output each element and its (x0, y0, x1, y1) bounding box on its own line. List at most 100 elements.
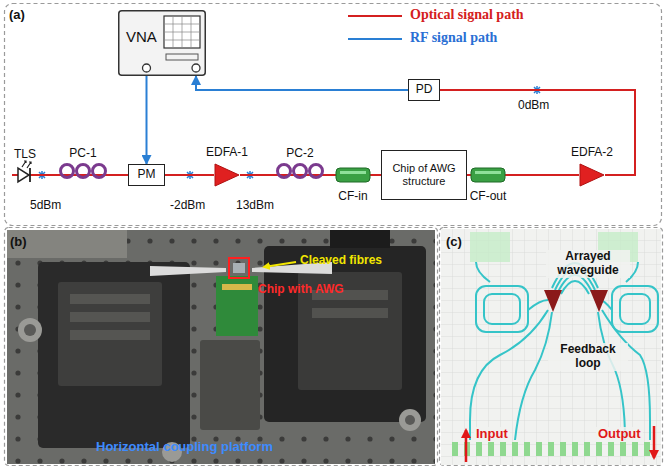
process-box: PM (128, 164, 165, 186)
pc-outline-part (93, 165, 106, 178)
pc-outline-part (278, 165, 291, 178)
setup-photo-part (312, 308, 388, 318)
chip-layout-part-part (515, 312, 552, 440)
optical-signal-path (108, 174, 128, 176)
setup-photo-part (7, 230, 435, 464)
chip-layout-part-part (560, 442, 566, 456)
amp-outline-part (580, 164, 604, 186)
annotation-label: -2dBm (170, 199, 205, 213)
cf-outline-part (340, 171, 366, 174)
chip-layout-part-part (620, 294, 650, 324)
chip-layout-part (441, 229, 661, 465)
laser-symbol: TLS (12, 165, 38, 185)
setup-photo-part (58, 282, 162, 386)
cf-outline (471, 168, 505, 182)
setup-photo (7, 230, 435, 464)
cf-outline-part (475, 171, 501, 174)
setup-photo-part (150, 266, 226, 276)
setup-photo-part (264, 262, 296, 267)
vna-outline-part (143, 64, 151, 72)
chip-layout-part-part (620, 442, 626, 456)
annotation-label: Horizontal coupling platform (96, 440, 273, 455)
chip-layout-part (465, 430, 468, 462)
amp-outline-part (215, 164, 239, 186)
setup-photo-part (216, 276, 258, 336)
chip-layout-part (544, 290, 562, 312)
chip-layout-part-part (584, 442, 590, 456)
chip-layout-part (470, 232, 510, 262)
pc-outline-part (310, 165, 323, 178)
panel-letter: (a) (9, 8, 25, 23)
setup-photo-part (399, 409, 421, 431)
component-label: PC-2 (286, 146, 313, 160)
chip-layout-part (452, 442, 650, 456)
chip-layout-part-part (572, 442, 578, 456)
amp-outline (214, 163, 240, 187)
chip-layout-part-part (500, 442, 506, 456)
pc-outline-part (58, 174, 108, 176)
annotation-label: 13dBm (236, 199, 274, 213)
cf-outline (336, 168, 370, 182)
laser-outline-part (18, 168, 29, 182)
chip-layout-part (653, 426, 656, 458)
optical-signal-path (505, 174, 579, 176)
chip-layout-part-part (524, 442, 530, 456)
pc-outline-part (77, 165, 90, 178)
setup-photo-part (233, 263, 245, 273)
setup-photo-part (70, 312, 150, 322)
cf-outline-part (336, 168, 370, 182)
annotation-label: Chip with AWG (258, 283, 344, 297)
laser-outline-part (29, 168, 31, 182)
optical-signal-path (467, 174, 471, 176)
panel-frames-part (440, 228, 663, 466)
annotation-label: 5dBm (30, 199, 61, 213)
annotation-label: 0dBm (518, 99, 549, 113)
panel-frames-part (5, 228, 438, 466)
laser-outline (12, 165, 38, 185)
amp-outline (579, 163, 605, 187)
vna-symbol: VNA (118, 10, 206, 76)
optical-signal-path (370, 174, 381, 176)
chip-layout-part-part (470, 310, 548, 440)
setup-photo-part (70, 330, 150, 340)
component-label: CF-out (470, 189, 507, 203)
vna-outline-part (166, 54, 198, 60)
chip-layout-part-part (608, 442, 614, 456)
pc-outline (58, 164, 108, 186)
legend-text: Optical signal path (410, 7, 524, 23)
cf-outline-part (471, 168, 505, 182)
setup-photo-part (200, 340, 260, 430)
chip-layout-part-part (476, 262, 490, 282)
laser-outline-part (22, 161, 31, 168)
annotation-label: Input (474, 427, 510, 442)
legend-text: RF signal path (410, 30, 497, 46)
annotation-label: Feedback loop (548, 343, 628, 371)
annotation-label: Cleaved fibres (300, 254, 382, 268)
cf-symbol: CF-in (336, 168, 370, 182)
panel-letter: (b) (10, 235, 27, 250)
pc-outline-part (61, 165, 74, 178)
optical-signal-path (240, 174, 275, 176)
chip-layout-part-part (528, 300, 548, 310)
legend-samples-part (348, 15, 402, 17)
annotation-label: Arrayed waveguide (546, 250, 630, 278)
pc-outline (275, 164, 325, 186)
vna-outline-part (192, 64, 200, 72)
chip-layout-part-part (536, 442, 542, 456)
optical-signal-path (325, 174, 336, 176)
legend-samples-part (348, 38, 402, 40)
box-text: VNA (126, 28, 157, 45)
pc-outline-part (275, 174, 325, 176)
chip-layout-part-part (612, 286, 658, 332)
setup-photo-part (7, 230, 127, 258)
chip-layout-part-part (512, 442, 518, 456)
setup-photo-part (405, 415, 415, 425)
pc-outline-part (294, 165, 307, 178)
box-text: PD (416, 83, 433, 97)
chip-layout-part-part (548, 442, 554, 456)
cf-symbol: CF-out (471, 168, 505, 182)
component-label: CF-in (338, 189, 367, 203)
